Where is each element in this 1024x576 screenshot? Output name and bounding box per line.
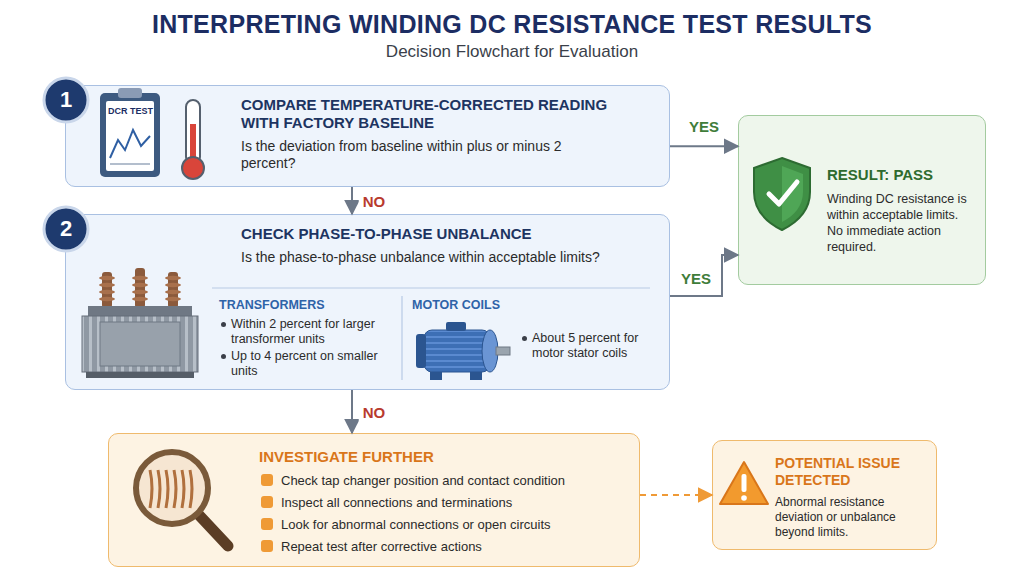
edge-label: YES [677, 269, 715, 288]
criteria-panel: MOTOR COILS About 5 percent for motor sta… [406, 293, 661, 385]
body-text: Look for abnormal connections or open ci… [259, 516, 625, 533]
body-text: Up to 4 percent on smaller units [219, 349, 395, 379]
step-number: 1 [60, 87, 72, 113]
flow-arrow [670, 255, 738, 296]
process-box: 1COMPARE TEMPERATURE-CORRECTED READING W… [65, 85, 670, 187]
divider-line [401, 296, 402, 380]
result-box: RESULT: PASS Winding DC resistance is wit… [738, 115, 986, 285]
heading: TRANSFORMERS [219, 297, 395, 313]
shield-icon [754, 158, 810, 230]
heading: RESULT: PASS [827, 166, 971, 183]
title: INTERPRETING WINDING DC RESISTANCE TEST … [0, 10, 1024, 39]
body-text: Abnormal resistance deviation or unbalan… [775, 495, 924, 540]
heading: MOTOR COILS [412, 297, 655, 313]
step-number: 2 [42, 205, 90, 253]
transformer-illustration [82, 268, 198, 378]
warning-icon [720, 462, 768, 504]
edge-label: YES [685, 117, 723, 136]
subtitle: Decision Flowchart for Evaluation [0, 42, 1024, 62]
criteria-panel: TRANSFORMERS Within 2 percent for larger … [213, 293, 401, 385]
flow-arrow [351, 187, 353, 214]
divider-line [212, 287, 650, 288]
heading: INVESTIGATE FURTHER [259, 448, 625, 466]
body-text: Check tap changer position and contact c… [259, 472, 625, 489]
action-box: INVESTIGATE FURTHER Check tap changer pos… [108, 433, 640, 567]
body-text: Inspect all connections and terminations [259, 494, 625, 511]
thermometer-icon [182, 100, 204, 179]
body-text: Within 2 percent for larger transformer … [219, 317, 395, 347]
body-text: Winding DC resistance is within acceptab… [827, 191, 971, 255]
edge-label: NO [359, 402, 390, 421]
step-number: 2 [60, 216, 72, 242]
icon-label: DCR TEST [108, 106, 153, 116]
edge-label: NO [359, 191, 390, 210]
heading: CHECK PHASE-TO-PHASE UNBALANCE [241, 225, 649, 243]
body-text: Is the phase-to-phase unbalance within a… [241, 249, 601, 266]
motor-illustration [416, 322, 510, 380]
dashed-arrow [640, 494, 712, 496]
alert-box: POTENTIAL ISSUE DETECTED Abnormal resista… [712, 440, 937, 550]
heading: POTENTIAL ISSUE DETECTED [775, 455, 924, 489]
magnifier-icon [136, 452, 228, 546]
body-text: Repeat test after corrective actions [259, 538, 625, 555]
clipboard-icon [100, 88, 160, 177]
body-text: Is the deviation from baseline within pl… [241, 138, 601, 172]
heading: COMPARE TEMPERATURE-CORRECTED READING WI… [241, 96, 649, 132]
process-box: 2TRANSFORMERSWithin 2 percent for larger… [65, 214, 670, 390]
flow-arrow [670, 145, 738, 147]
flow-arrow [351, 390, 353, 433]
body-text: About 5 percent for motor stator coils [520, 331, 655, 361]
step-number: 1 [42, 76, 90, 124]
